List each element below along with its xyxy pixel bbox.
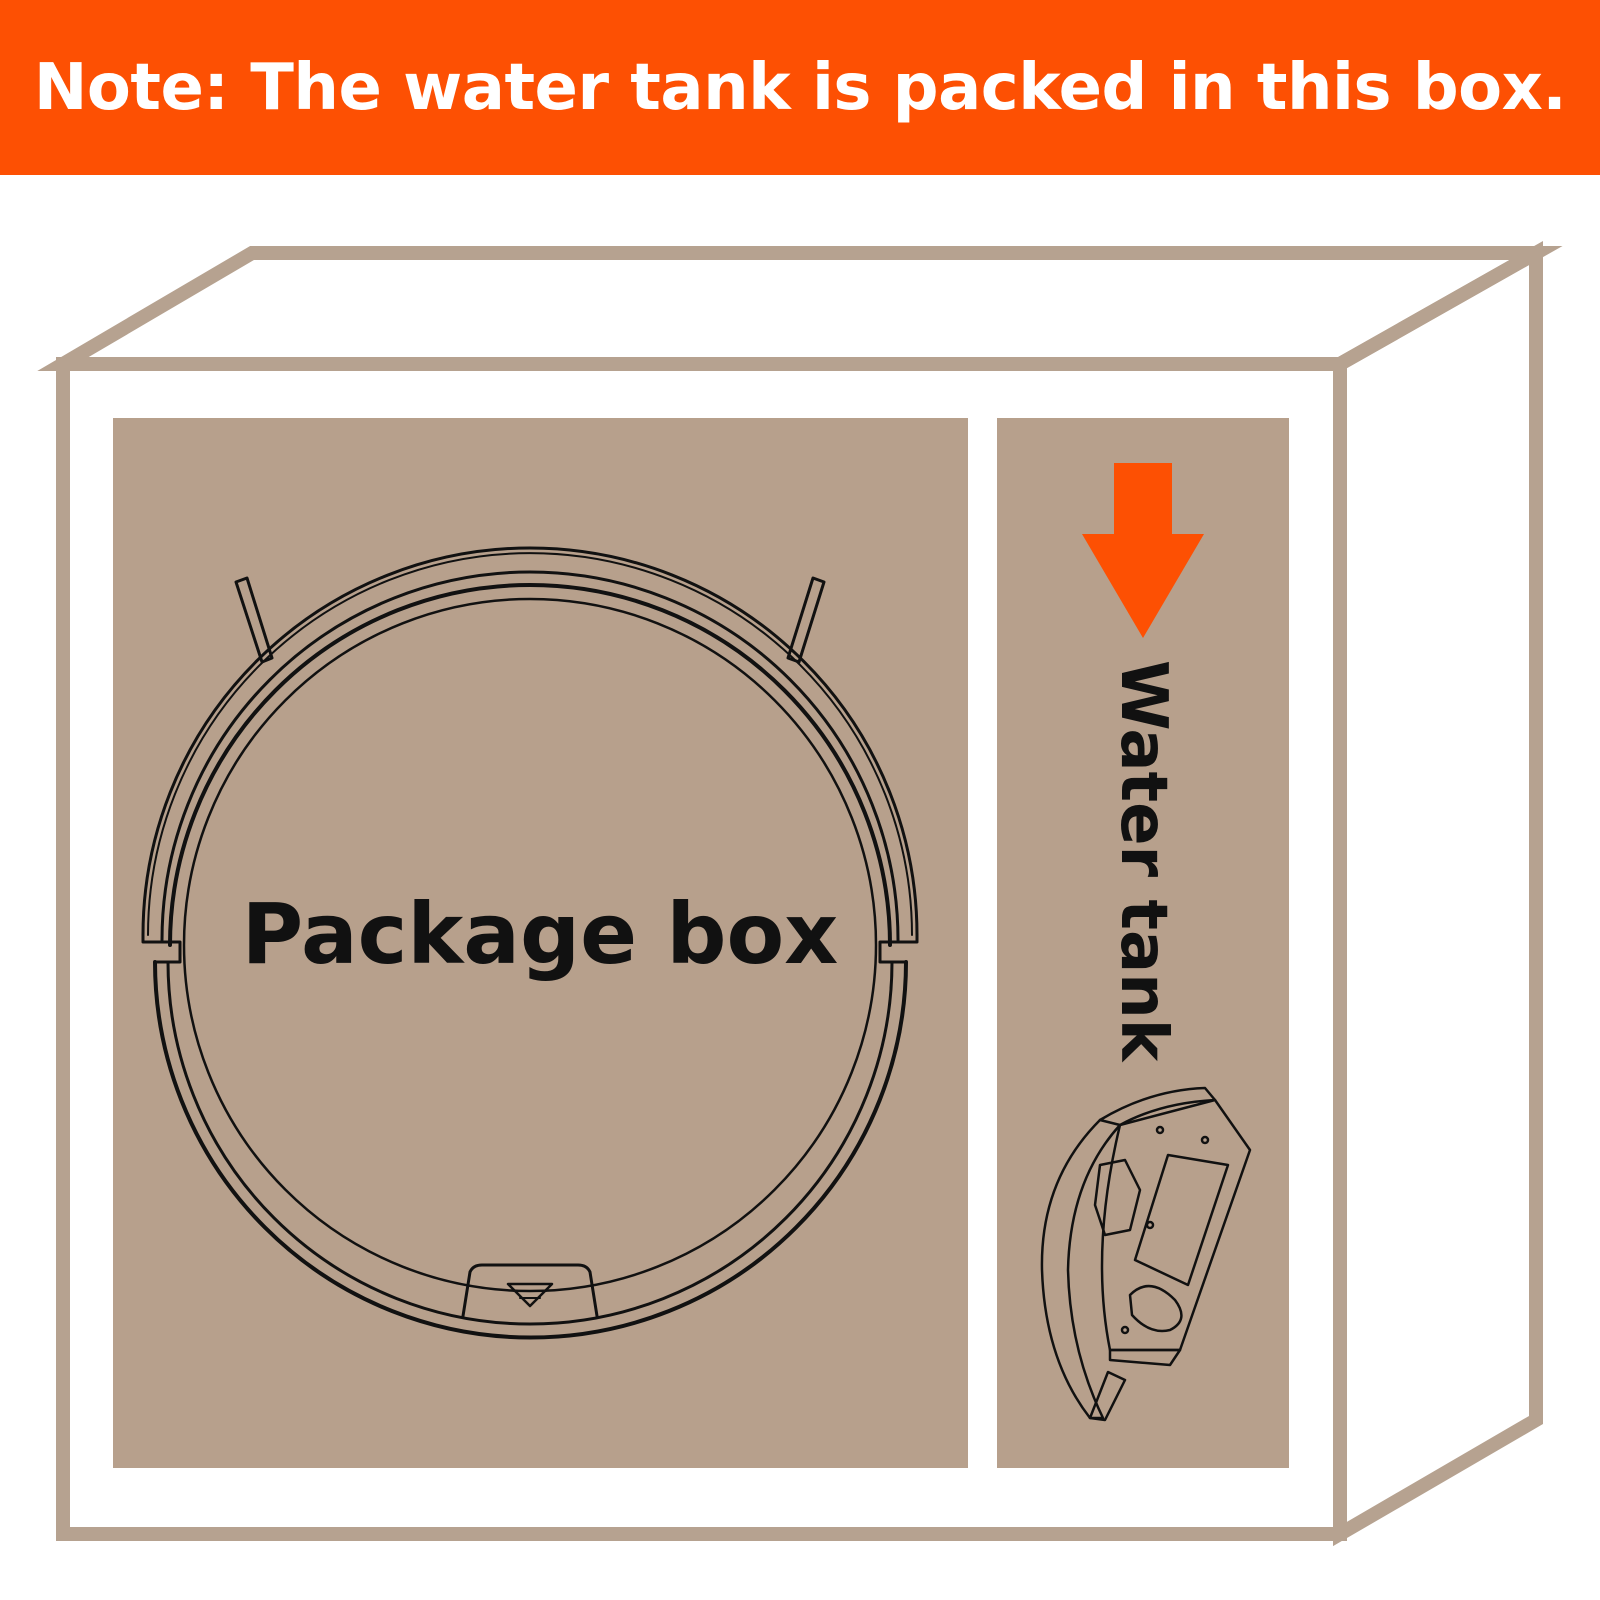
package-box-compartment [113, 418, 968, 1468]
robot-vacuum-icon [141, 546, 919, 1340]
outer-box [37, 240, 1563, 1547]
package-box-label: Package box [242, 885, 839, 983]
note-banner: Note: The water tank is packed in this b… [0, 0, 1600, 175]
box-top-face [37, 246, 1563, 371]
water-tank-icon [1040, 1086, 1252, 1422]
note-text: Note: The water tank is packed in this b… [33, 50, 1567, 125]
down-arrow-icon [1082, 463, 1204, 638]
water-tank-label: Water tank [1106, 660, 1180, 1063]
box-side-face [1333, 240, 1543, 1547]
